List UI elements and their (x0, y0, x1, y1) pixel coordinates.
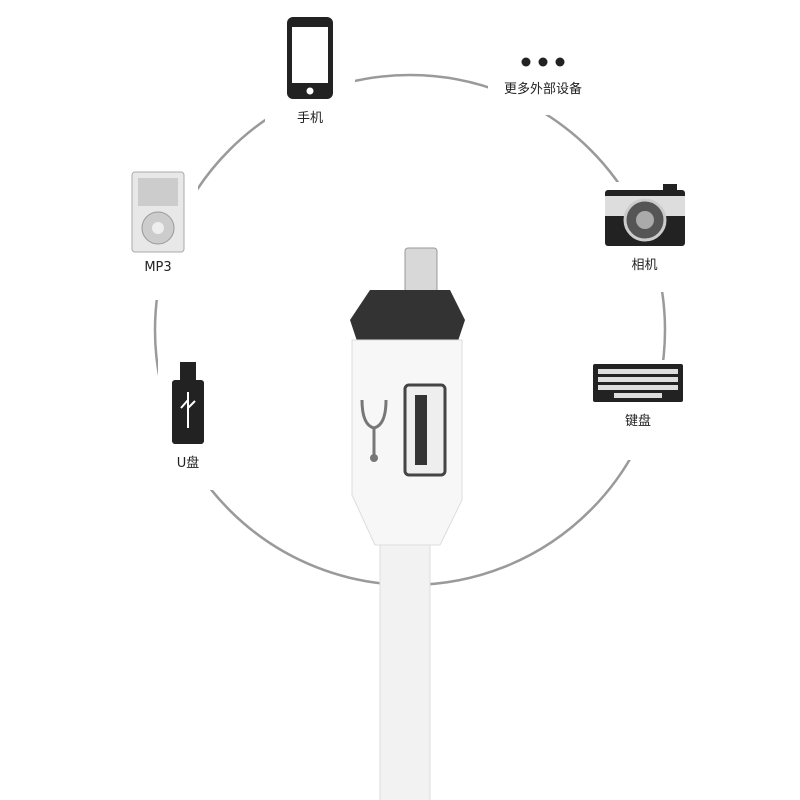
device-label: 键盘 (624, 414, 651, 429)
device-phone: 手机 (265, 15, 355, 150)
device-keyboard: 键盘 (588, 360, 688, 460)
device-mp3: MP3 (118, 170, 198, 300)
device-label: MP3 (144, 260, 172, 275)
device-label: 更多外部设备 (503, 82, 582, 97)
otg-adapter (350, 247, 465, 800)
mp3-player-icon (131, 171, 185, 253)
keyboard-icon (593, 364, 683, 402)
more-dots-icon (521, 57, 565, 67)
device-camera: 相机 (597, 182, 692, 292)
device-label: U盘 (176, 456, 200, 471)
usb-drive-icon (172, 362, 204, 444)
device-usb-drive: U盘 (158, 360, 218, 490)
device-label: 手机 (296, 111, 323, 126)
device-more: 更多外部设备 (488, 50, 598, 115)
camera-icon (604, 184, 685, 246)
smartphone-icon (287, 17, 333, 99)
device-label: 相机 (631, 258, 658, 273)
